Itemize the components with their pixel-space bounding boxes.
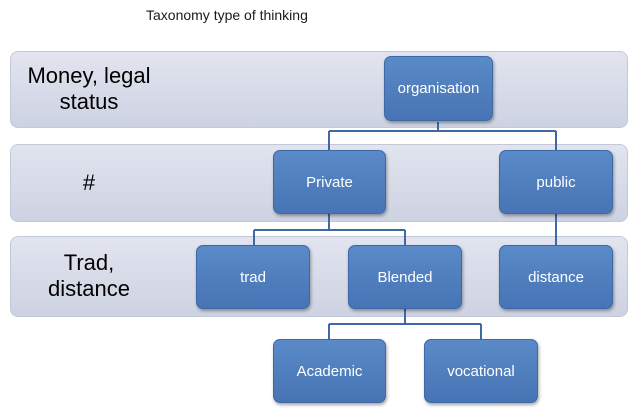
connector-private [253,214,406,245]
node-vocational: vocational [424,339,538,403]
node-distance: distance [499,245,613,309]
connector-organisation [328,122,557,150]
node-public: public [499,150,613,214]
connector-blended [328,309,482,339]
node-blended: Blended [348,245,462,309]
node-private: Private [273,150,386,214]
node-academic: Academic [273,339,386,403]
level-band-1 [9,50,629,129]
level-label-1: Money, legal status [27,63,151,114]
node-organisation: organisation [384,56,493,121]
node-trad: trad [196,245,310,309]
level-label-3: Trad, distance [48,250,130,301]
level-label-2: # [82,170,96,195]
diagram-title: Taxonomy type of thinking [146,7,308,23]
